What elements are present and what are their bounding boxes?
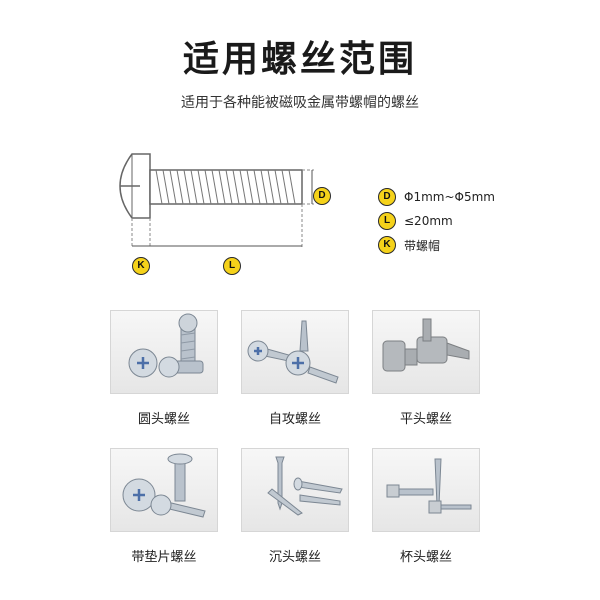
socket-head-screws-photo <box>372 448 480 532</box>
self-tapping-screws-photo <box>241 310 349 394</box>
screw-type-label: 沉头螺丝 <box>268 550 321 565</box>
screw-type-card: 带垫片螺丝 <box>110 448 218 565</box>
spec-key-badge: K <box>378 236 396 254</box>
spec-key-badge: D <box>378 188 396 206</box>
spec-value: 带螺帽 <box>404 238 441 253</box>
round-head-screws-photo <box>110 310 218 394</box>
spec-row-length: L ≤20mm <box>378 209 578 233</box>
spec-row-head: K 带螺帽 <box>378 233 578 257</box>
washer-head-screws-photo <box>110 448 218 532</box>
screw-type-label: 带垫片螺丝 <box>131 550 197 565</box>
screw-type-card: 沉头螺丝 <box>241 448 349 565</box>
spec-legend: D Φ1mm~Φ5mm L ≤20mm K 带螺帽 <box>378 185 578 257</box>
screw-type-label: 平头螺丝 <box>399 412 452 427</box>
flat-head-screws-photo <box>372 310 480 394</box>
spec-value: ≤20mm <box>404 214 453 228</box>
screw-dimension-diagram: D K L <box>110 140 331 280</box>
spec-row-diameter: D Φ1mm~Φ5mm <box>378 185 578 209</box>
spec-value: Φ1mm~Φ5mm <box>404 190 495 204</box>
screw-type-card: 圆头螺丝 <box>110 310 218 427</box>
screw-outline-icon <box>119 153 314 248</box>
page-subtitle: 适用于各种能被磁吸金属带螺帽的螺丝 <box>181 95 419 111</box>
screw-type-label: 自攻螺丝 <box>268 412 321 427</box>
countersunk-screws-photo <box>241 448 349 532</box>
screw-type-label: 圆头螺丝 <box>137 412 190 427</box>
diagram-label-l: L <box>223 257 241 275</box>
screw-type-card: 自攻螺丝 <box>241 310 349 427</box>
screw-type-label: 杯头螺丝 <box>399 550 452 565</box>
diagram-label-k: K <box>132 257 150 275</box>
spec-key-badge: L <box>378 212 396 230</box>
page-title: 适用螺丝范围 <box>182 39 417 80</box>
screw-type-card: 杯头螺丝 <box>372 448 480 565</box>
screw-type-grid: 圆头螺丝 自攻螺丝 平头螺丝 <box>110 310 500 590</box>
diagram-label-d: D <box>313 187 331 205</box>
screw-type-card: 平头螺丝 <box>372 310 480 427</box>
